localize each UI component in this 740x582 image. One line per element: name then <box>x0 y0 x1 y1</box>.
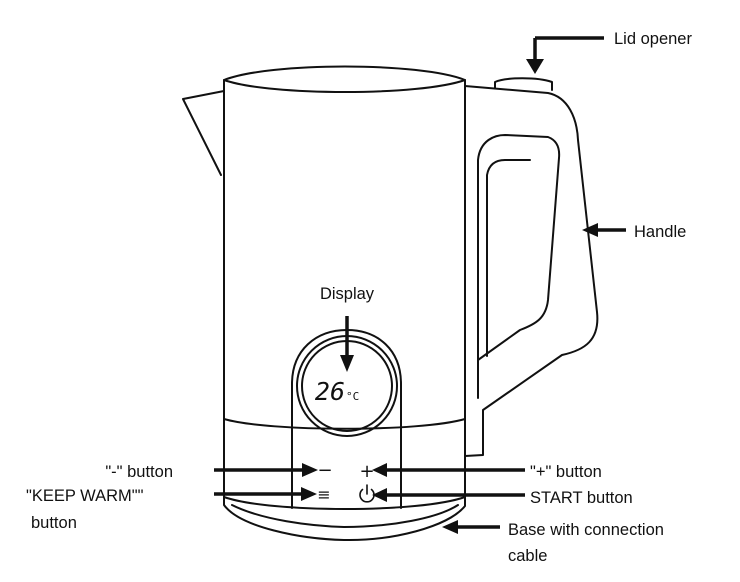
plus-button[interactable]: + <box>359 461 374 482</box>
kettle-handle <box>464 85 599 457</box>
keep-warm-button-label-line2: button <box>31 514 77 532</box>
display-label: Display <box>320 285 375 303</box>
display-readout: 26 °C <box>315 377 359 406</box>
keep-warm-button[interactable]: ≡ <box>317 485 330 504</box>
start-button-label: START button <box>530 489 633 507</box>
start-button[interactable] <box>359 484 375 503</box>
keep-warm-button-arrowhead <box>301 487 317 501</box>
display-unit: °C <box>346 390 359 403</box>
kettle-body <box>223 65 466 510</box>
power-icon <box>359 484 375 503</box>
keep-warm-button-label: "KEEP WARM"" <box>26 487 144 505</box>
base-label-line2: cable <box>508 547 547 565</box>
lid-opener-label: Lid opener <box>614 30 692 48</box>
minus-button-arrowhead <box>302 463 318 477</box>
handle-arrowhead <box>582 223 598 237</box>
start-button-arrowhead <box>372 488 387 502</box>
display-temperature: 26 <box>315 377 345 406</box>
minus-button[interactable]: − <box>317 460 332 481</box>
handle-label: Handle <box>634 223 686 241</box>
base-arrowhead <box>442 520 458 534</box>
display-arrowhead <box>340 355 354 372</box>
plus-button-arrowhead <box>372 463 387 477</box>
lid-opener-arrowhead <box>526 59 544 74</box>
plus-button-label: "+" button <box>530 463 602 481</box>
minus-button-label: "-" button <box>105 463 173 481</box>
kettle-spout <box>182 90 225 176</box>
base-label: Base with connection <box>508 521 664 539</box>
kettle-base <box>223 485 466 542</box>
lid-opener <box>494 77 553 91</box>
